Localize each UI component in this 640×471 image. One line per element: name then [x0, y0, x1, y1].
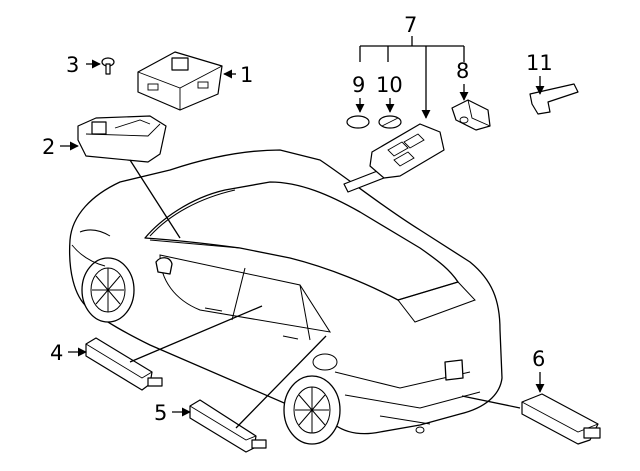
leader-2-to-car [129, 159, 181, 239]
callout-2: 2 [42, 135, 55, 159]
vehicle-outline [68, 149, 503, 445]
part-3-screw [101, 57, 115, 75]
callout-6: 6 [532, 347, 545, 371]
callout-4: 4 [50, 341, 63, 365]
part-9-battery [346, 115, 370, 129]
part-2-bracket [77, 115, 167, 163]
part-7-key [343, 123, 445, 193]
part-6-antenna [521, 393, 601, 445]
callout-1: 1 [240, 63, 253, 87]
callout-9: 9 [352, 73, 365, 97]
callout-11: 11 [526, 51, 553, 75]
part-5-antenna [189, 399, 267, 453]
part-1-control-module [137, 51, 223, 111]
part-11-emergency-key [529, 83, 579, 115]
leader-4-to-car [129, 305, 263, 363]
callout-7: 7 [404, 13, 417, 37]
part-10-battery [378, 115, 402, 129]
callout-3: 3 [66, 53, 79, 77]
leader-5-to-car [235, 335, 327, 429]
leader-6-to-car [461, 395, 521, 409]
callout-5: 5 [154, 401, 167, 425]
callout-8: 8 [456, 59, 469, 83]
callout-10: 10 [376, 73, 403, 97]
part-8-key-housing [451, 99, 491, 131]
